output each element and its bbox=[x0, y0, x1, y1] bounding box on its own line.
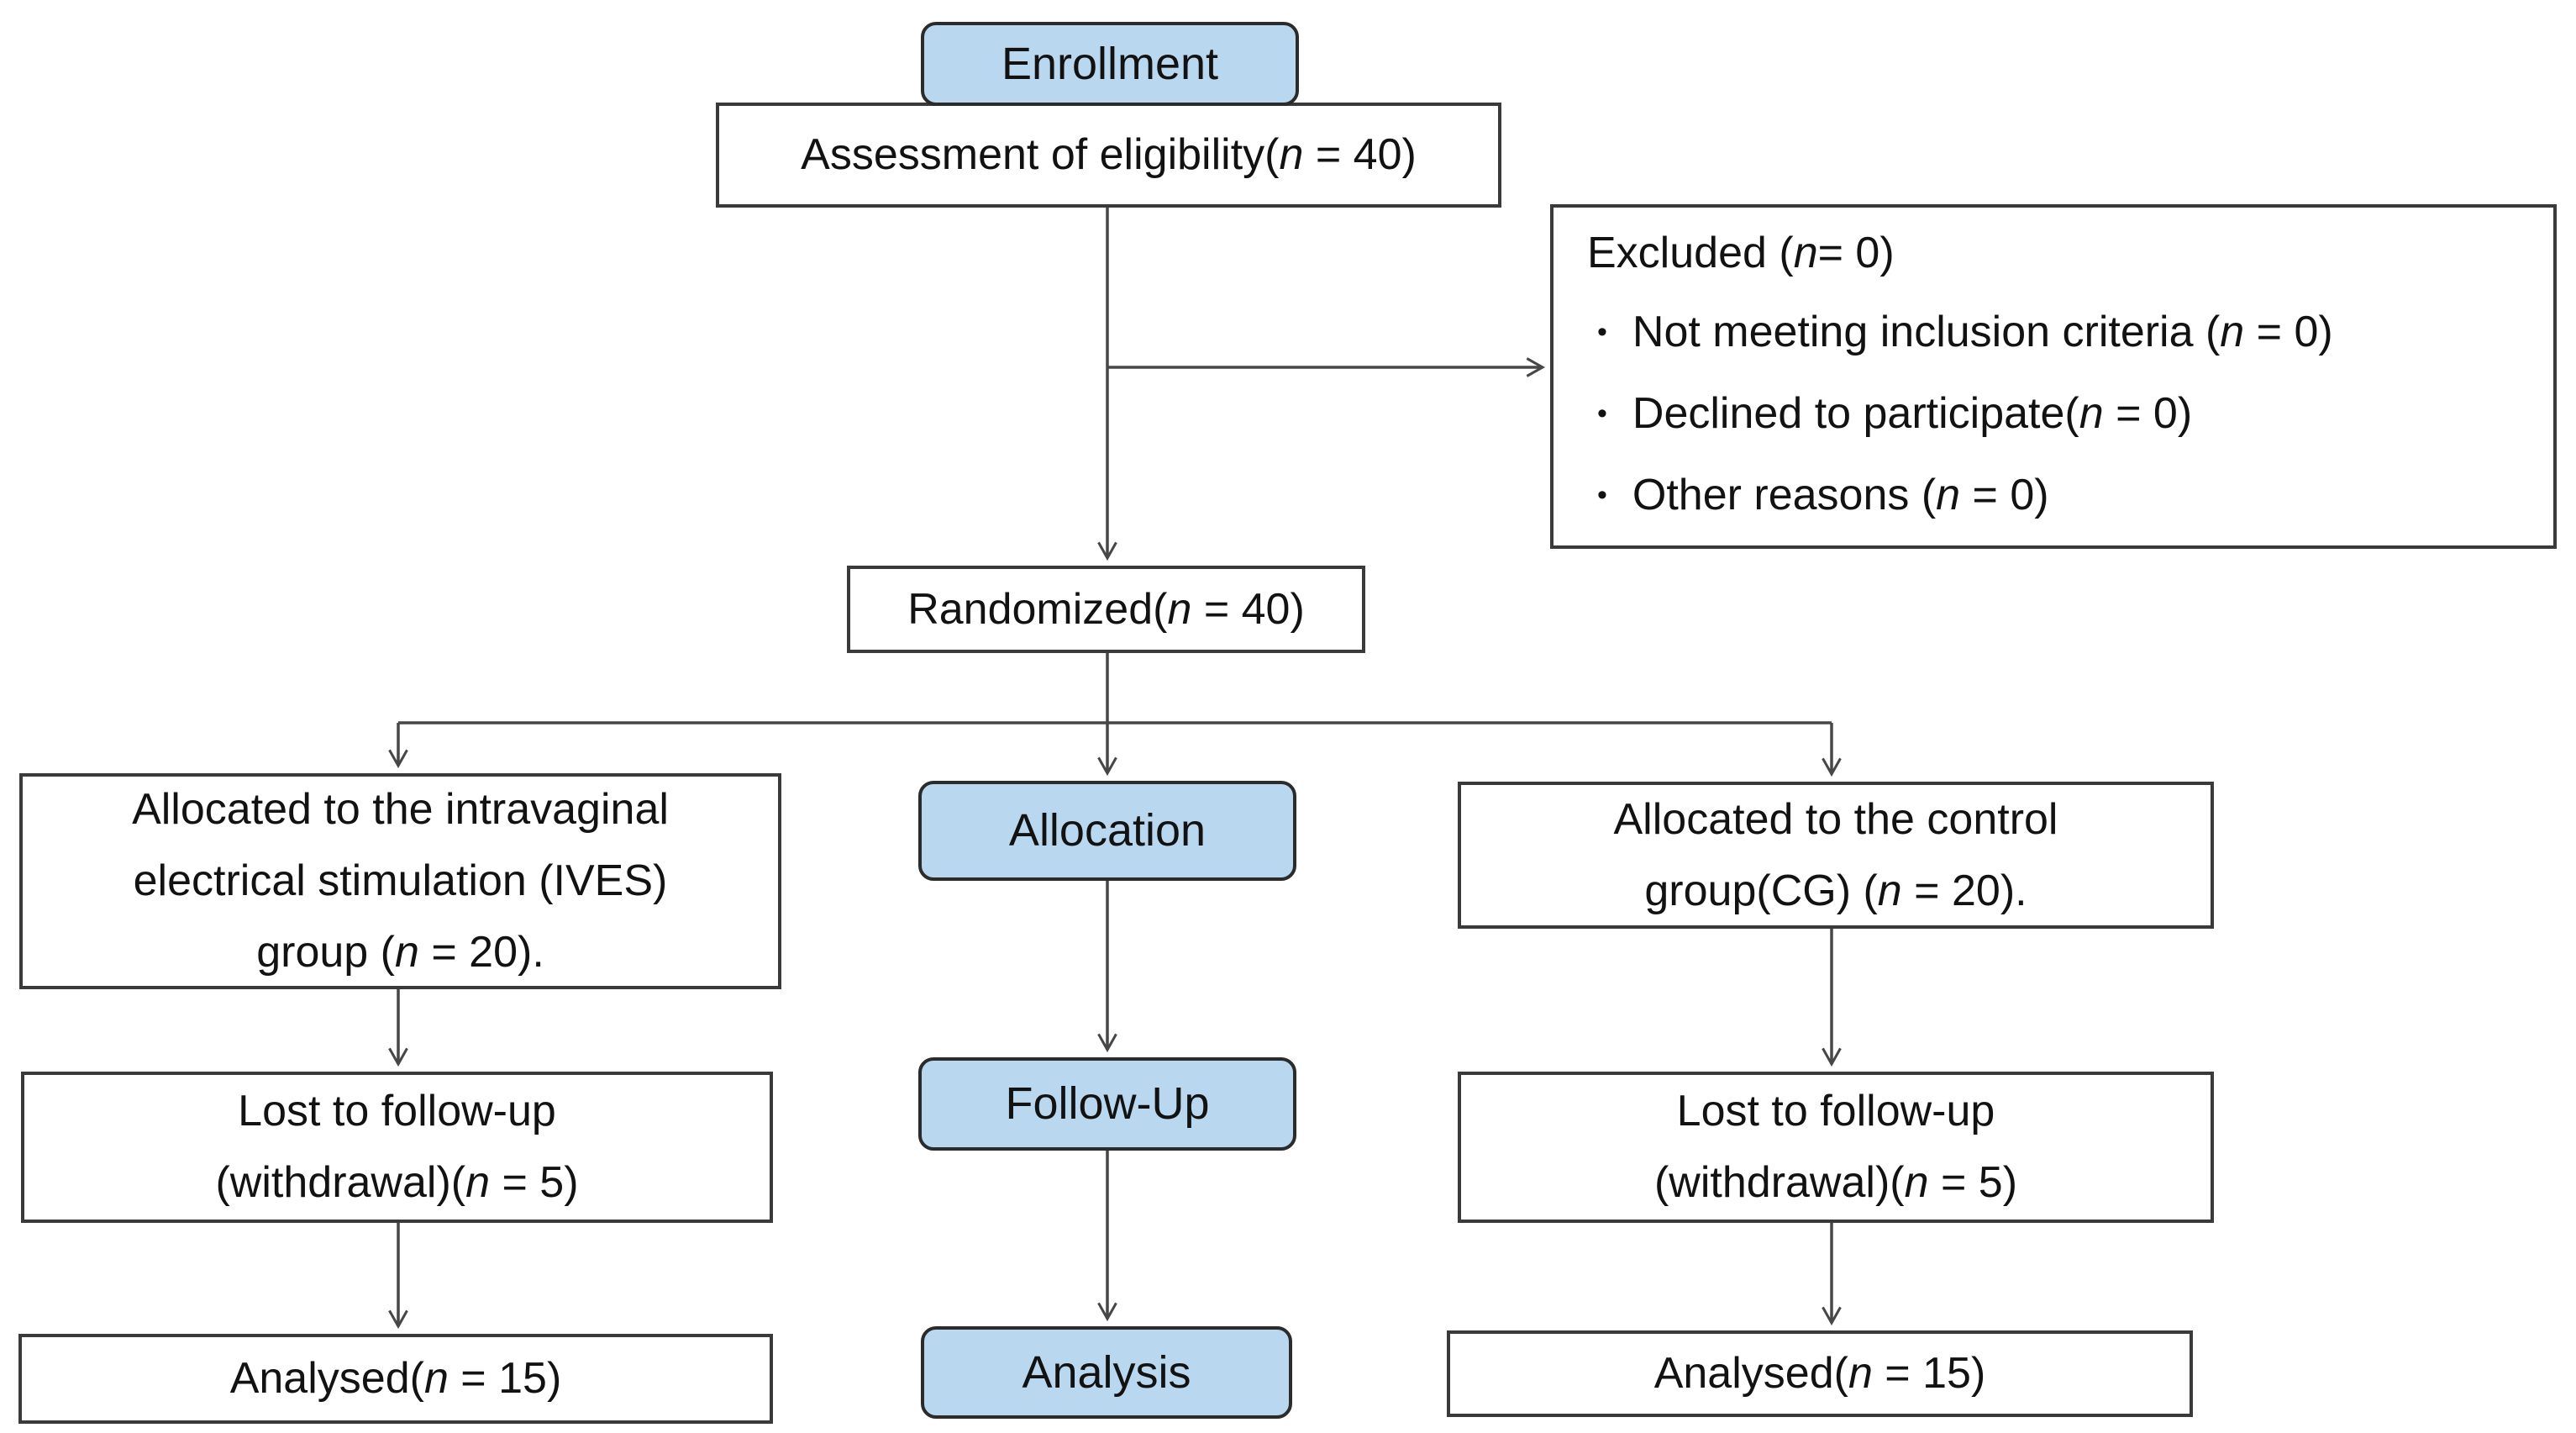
randomized-text: Randomized(n = 40) bbox=[907, 584, 1305, 634]
excluded-reason: Declined to participate(n = 0) bbox=[1632, 389, 2193, 438]
lost-to-followup-ives-box: Lost to follow-up (withdrawal)(n = 5) bbox=[21, 1072, 773, 1223]
ives-group-line: Allocated to the intravaginal bbox=[132, 785, 669, 834]
lost-ives-line: Lost to follow-up bbox=[238, 1087, 556, 1135]
excluded-bullet-row: • Not meeting inclusion criteria (n = 0) bbox=[1587, 292, 2333, 373]
control-group-box: Allocated to the control group(CG) (n = … bbox=[1458, 782, 2214, 929]
excluded-box: Excluded (n = 0) • Not meeting inclusion… bbox=[1550, 204, 2557, 549]
enrollment-stage-box: Enrollment bbox=[921, 22, 1299, 106]
analysis-label: Analysis bbox=[1022, 1346, 1191, 1398]
control-group-line: Allocated to the control bbox=[1613, 794, 2058, 844]
randomized-box: Randomized(n = 40) bbox=[847, 566, 1365, 653]
ives-group-line: electrical stimulation (IVES) bbox=[133, 856, 668, 905]
bullet-dot-icon: • bbox=[1597, 479, 1607, 511]
bullet-dot-icon: • bbox=[1597, 316, 1607, 348]
lost-to-followup-control-box: Lost to follow-up (withdrawal)(n = 5) bbox=[1458, 1072, 2214, 1223]
followup-stage-box: Follow-Up bbox=[918, 1057, 1296, 1151]
excluded-reason: Other reasons (n = 0) bbox=[1632, 471, 2049, 519]
assessment-text: Assessment of eligibility(n = 40) bbox=[801, 130, 1417, 179]
excluded-reason: Not meeting inclusion criteria (n = 0) bbox=[1632, 308, 2333, 356]
enrollment-label: Enrollment bbox=[1001, 38, 1219, 89]
analysed-ives-text: Analysed(n = 15) bbox=[229, 1354, 562, 1403]
lost-ives-line: (withdrawal)(n = 5) bbox=[215, 1158, 579, 1207]
excluded-title: Excluded (n = 0) bbox=[1587, 229, 1895, 277]
lost-control-line: (withdrawal)(n = 5) bbox=[1653, 1158, 2018, 1207]
control-group-line: group(CG) (n = 20). bbox=[1644, 866, 2027, 915]
analysis-stage-box: Analysis bbox=[921, 1326, 1292, 1419]
bullet-dot-icon: • bbox=[1597, 398, 1607, 429]
analysed-control-text: Analysed(n = 15) bbox=[1653, 1349, 1986, 1398]
followup-label: Follow-Up bbox=[1005, 1078, 1210, 1129]
lost-control-line: Lost to follow-up bbox=[1676, 1087, 1995, 1135]
ives-group-box: Allocated to the intravaginal electrical… bbox=[19, 773, 781, 989]
assessment-box: Assessment of eligibility(n = 40) bbox=[716, 103, 1501, 208]
analysed-ives-box: Analysed(n = 15) bbox=[18, 1334, 773, 1424]
excluded-bullet-row: • Other reasons (n = 0) bbox=[1587, 455, 2049, 536]
analysed-control-box: Analysed(n = 15) bbox=[1447, 1330, 2193, 1417]
excluded-bullet-row: • Declined to participate(n = 0) bbox=[1587, 373, 2192, 455]
allocation-stage-box: Allocation bbox=[918, 781, 1296, 881]
allocation-label: Allocation bbox=[1008, 805, 1207, 856]
ives-group-line: group (n = 20). bbox=[256, 928, 544, 977]
